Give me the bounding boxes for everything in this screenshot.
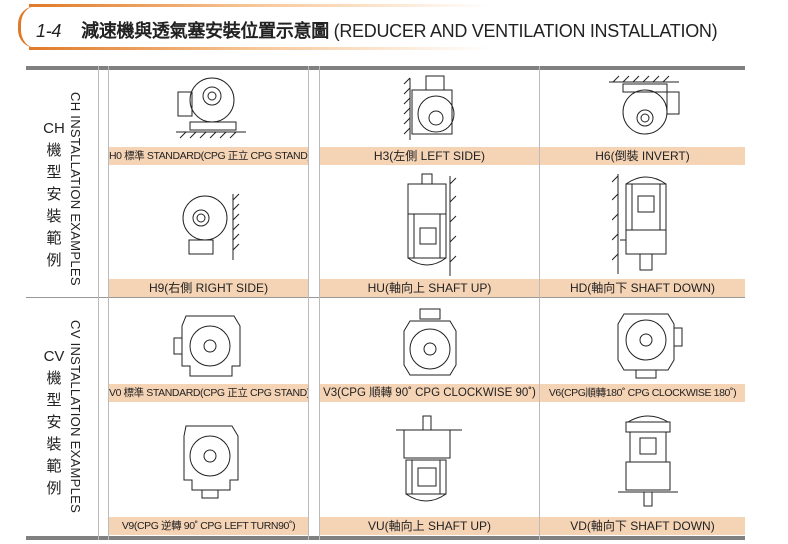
reducer-h0-drawing bbox=[176, 77, 246, 139]
reducer-h3-drawing bbox=[403, 75, 455, 140]
label-h9: H9(右側 RIGHT SIDE) bbox=[109, 279, 308, 297]
cv-vertical-caption: CV INSTALLATION EXAMPLES bbox=[68, 320, 83, 514]
ch-vertical-caption: CH INSTALLATION EXAMPLES bbox=[68, 92, 83, 286]
label-hu: HU(軸向上 SHAFT UP) bbox=[320, 279, 539, 297]
section-divider bbox=[26, 297, 745, 298]
reducer-hu-drawing bbox=[407, 173, 457, 276]
label-h6: H6(倒裝 INVERT) bbox=[540, 147, 745, 165]
label-h3: H3(左側 LEFT SIDE) bbox=[320, 147, 539, 165]
reducer-vu-drawing bbox=[396, 415, 462, 502]
table-top-rule bbox=[26, 66, 745, 70]
divider bbox=[319, 66, 320, 540]
reducer-h9-drawing bbox=[182, 193, 240, 260]
header-frame bbox=[18, 4, 491, 50]
label-vd: VD(軸向下 SHAFT DOWN) bbox=[540, 517, 745, 535]
ch-side-label: CH 機型安裝範例 bbox=[43, 120, 65, 269]
label-v3: V3(CPG 順轉 90˚ CPG CLOCKWISE 90˚) bbox=[320, 384, 539, 402]
reducer-v9-drawing bbox=[183, 425, 239, 499]
reducer-h6-drawing bbox=[609, 75, 680, 135]
label-hd: HD(軸向下 SHAFT DOWN) bbox=[540, 279, 745, 297]
divider bbox=[308, 66, 309, 540]
label-h0: H0 標準 STANDARD(CPG 正立 CPG STAND) bbox=[109, 147, 308, 165]
reducer-v6-drawing bbox=[617, 313, 683, 379]
divider bbox=[98, 66, 99, 540]
label-v0: V0 標準 STANDARD(CPG 正立 CPG STAND) bbox=[109, 384, 308, 402]
reducer-v0-drawing bbox=[173, 315, 241, 377]
divider bbox=[539, 66, 540, 540]
label-vu: VU(軸向上 SHAFT UP) bbox=[320, 517, 539, 535]
label-v6: V6(CPG順轉180˚ CPG CLOCKWISE 180˚) bbox=[540, 384, 745, 402]
table-bottom-rule bbox=[26, 536, 745, 540]
reducer-v3-drawing bbox=[403, 308, 457, 376]
cv-side-label: CV 機型安裝範例 bbox=[43, 348, 65, 497]
reducer-vd-drawing bbox=[618, 415, 678, 507]
label-v9: V9(CPG 逆轉 90˚ CPG LEFT TURN90˚) bbox=[109, 517, 308, 535]
divider bbox=[108, 66, 109, 540]
reducer-hd-drawing bbox=[612, 174, 667, 274]
